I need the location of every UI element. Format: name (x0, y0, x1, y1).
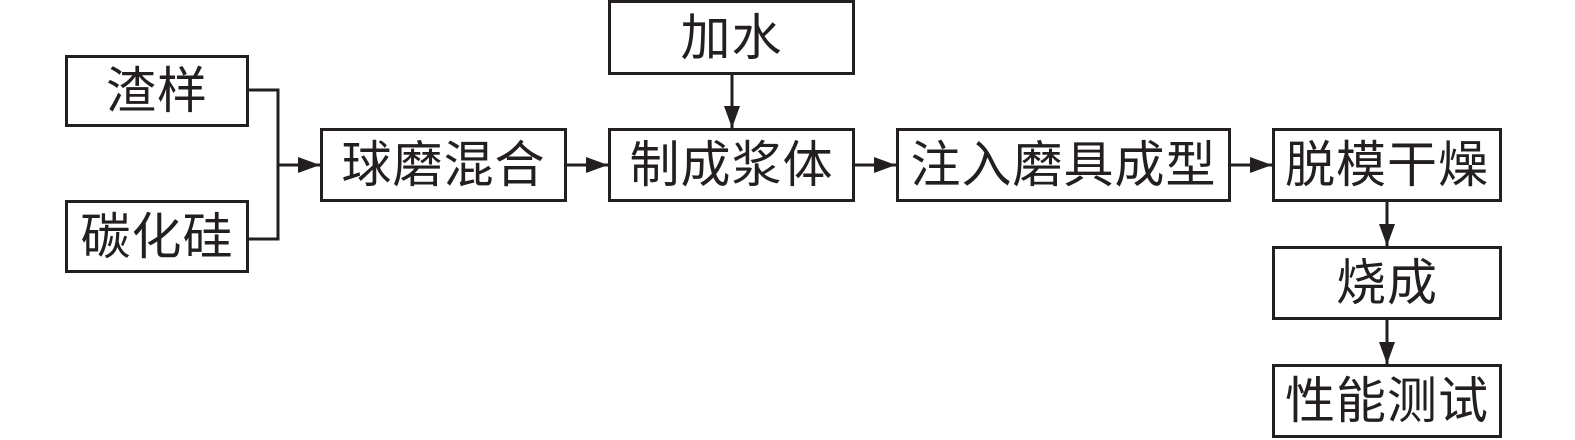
node-add-water: 加水 (608, 0, 855, 75)
node-demold-drying-label: 脱模干燥 (1285, 136, 1489, 194)
node-sintering-label: 烧成 (1336, 254, 1438, 312)
node-sintering: 烧成 (1272, 246, 1502, 320)
connector-sic-to-merge (249, 165, 280, 241)
node-make-slurry: 制成浆体 (608, 128, 855, 202)
node-silicon-carbide-label: 碳化硅 (80, 207, 234, 266)
node-slag-sample-label: 渣样 (106, 62, 208, 120)
node-make-slurry-label: 制成浆体 (629, 136, 834, 194)
node-performance-test-label: 性能测试 (1285, 372, 1489, 430)
node-slag-sample: 渣样 (65, 55, 249, 127)
node-ball-mill-mixing-label: 球磨混合 (341, 136, 546, 194)
node-add-water-label: 加水 (680, 8, 783, 67)
node-demold-drying: 脱模干燥 (1272, 128, 1502, 202)
node-ball-mill-mixing: 球磨混合 (320, 128, 567, 202)
connector-slag-to-merge (249, 88, 280, 165)
node-silicon-carbide: 碳化硅 (65, 200, 249, 273)
node-performance-test: 性能测试 (1272, 364, 1502, 438)
node-inject-mold-forming-label: 注入磨具成型 (910, 136, 1217, 194)
node-inject-mold-forming: 注入磨具成型 (896, 128, 1231, 202)
